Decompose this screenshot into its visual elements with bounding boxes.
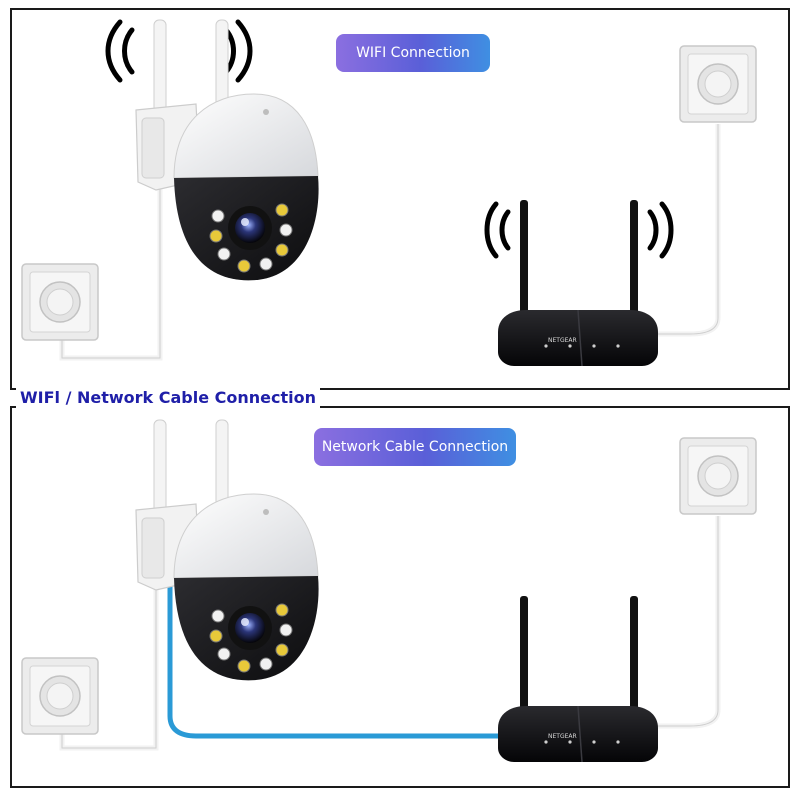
wifi-signal-icon (484, 201, 674, 259)
wall-socket (21, 657, 99, 735)
wall-socket (21, 263, 99, 341)
wifi-signal-icon (105, 19, 253, 83)
security-camera (135, 19, 320, 281)
wifi-connection-label: WIFI Connection (336, 34, 490, 72)
router-power-cable (654, 124, 721, 337)
router-brand: NETGEAR (548, 733, 577, 740)
router-brand: NETGEAR (548, 337, 577, 344)
router-power-cable (654, 516, 721, 729)
section-title: WIFl / Network Cable Connection (16, 384, 321, 409)
wall-socket-router (679, 437, 757, 515)
security-camera (135, 419, 320, 681)
wall-socket-router (679, 45, 757, 123)
network-cable-connection-label: Network Cable Connection (314, 428, 516, 466)
network-cable (167, 586, 508, 739)
wifi-router (497, 595, 659, 763)
wifi-router (497, 199, 659, 367)
